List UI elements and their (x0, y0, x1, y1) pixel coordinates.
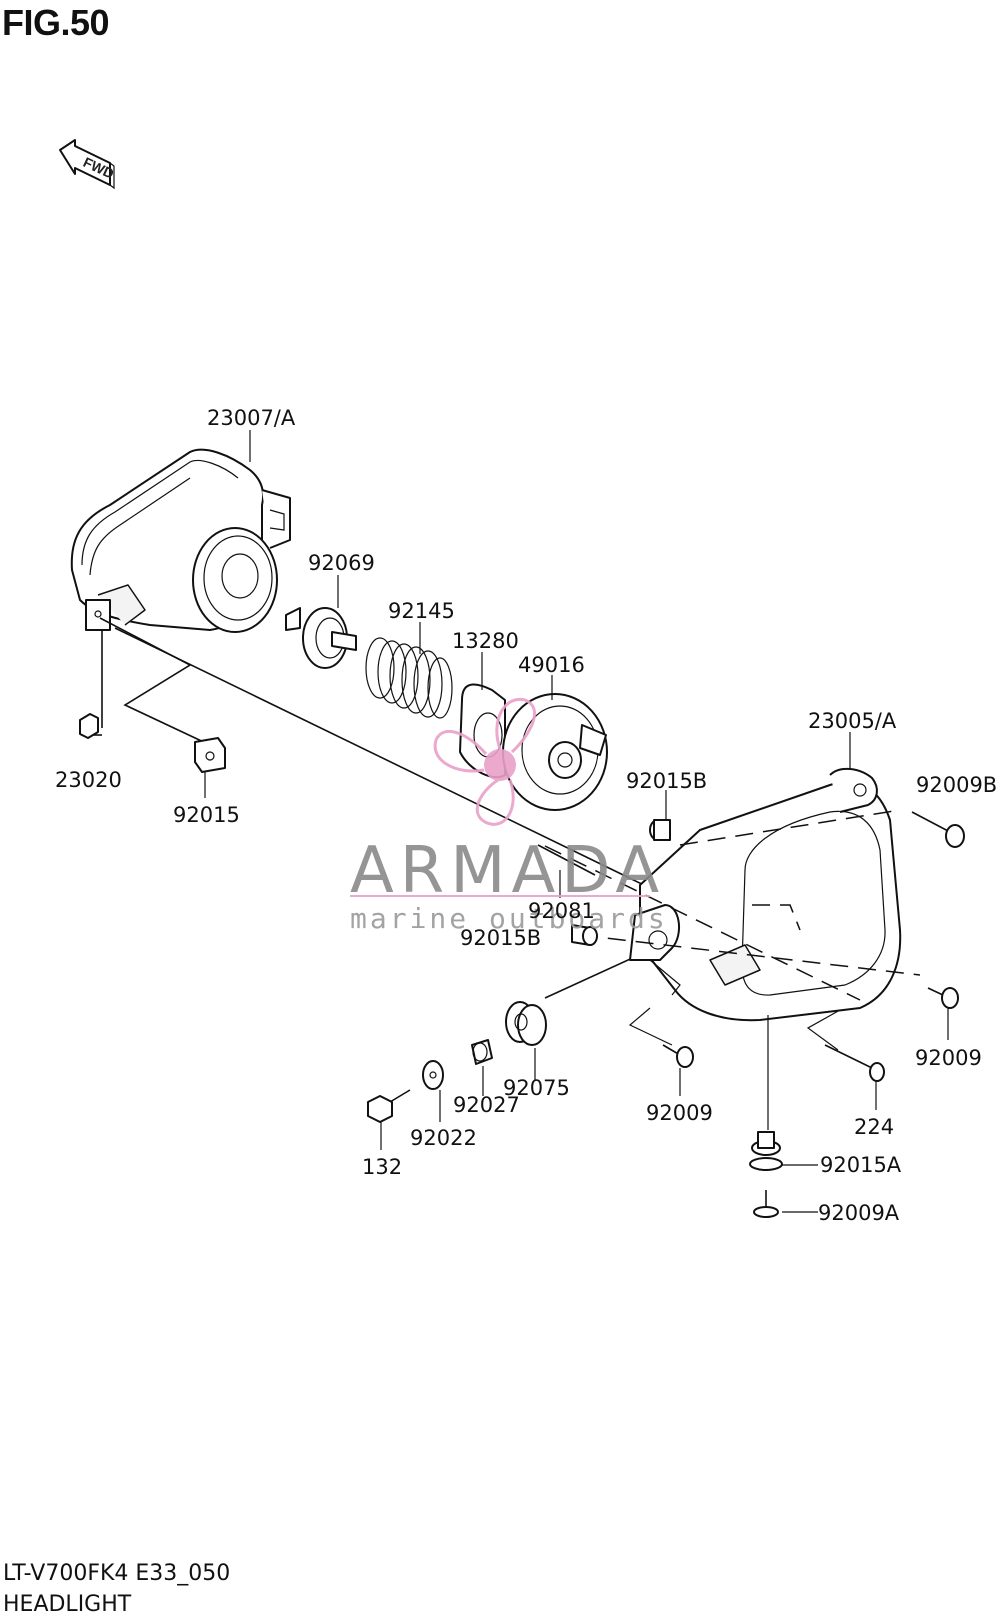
screw-92009B (911, 811, 965, 848)
label-49016: 49016 (518, 653, 585, 677)
clip-92015 (194, 737, 226, 773)
label-92015B-top: 92015B (626, 769, 707, 793)
label-13280: 13280 (452, 629, 519, 653)
screw-92009-right (927, 987, 959, 1009)
label-92009B: 92009B (916, 773, 997, 797)
screw-92009A (753, 1190, 779, 1218)
dashed-guides (544, 809, 921, 1001)
headlight-housing (70, 448, 291, 633)
label-23007A: 23007/A (207, 406, 296, 430)
bolt-224 (824, 1044, 885, 1082)
label-92009A: 92009A (818, 1201, 900, 1225)
label-23020: 23020 (55, 768, 122, 792)
collar-92027 (471, 1039, 493, 1065)
label-92081: 92081 (528, 899, 595, 923)
label-23005A: 23005/A (808, 709, 897, 733)
forward-arrow-icon: FWD (59, 139, 116, 190)
label-92015: 92015 (173, 803, 240, 827)
watermark-tagline: marine outboards (350, 902, 668, 935)
washer-92022 (422, 1060, 444, 1090)
propeller-logo-icon (433, 697, 537, 826)
retainer-49016 (502, 693, 608, 811)
label-92069: 92069 (308, 551, 375, 575)
label-92022: 92022 (410, 1126, 477, 1150)
grommet-92015B-mid (571, 924, 598, 946)
label-leaders (204, 430, 949, 1213)
label-92015B-mid: 92015B (460, 926, 541, 950)
label-92015A: 92015A (820, 1153, 902, 1177)
label-224: 224 (854, 1115, 894, 1139)
figure-title: FIG.50 (2, 2, 110, 43)
part-labels: 23007/A 92069 92145 13280 49016 23005/A … (55, 406, 997, 1225)
label-92145: 92145 (388, 599, 455, 623)
nut-23020 (79, 713, 99, 739)
grommet-92015B-top (649, 819, 671, 841)
headlight-case (629, 767, 902, 1022)
spring-92145 (365, 637, 453, 719)
bulb-92069 (285, 607, 357, 669)
bolt-92081 (537, 844, 596, 876)
watermark: ARMADA marine outboards (350, 697, 668, 935)
model-code: LT-V700FK4 E33_050 (3, 1561, 231, 1586)
bolt-132 (367, 1089, 411, 1123)
label-92009-mid: 92009 (646, 1101, 713, 1125)
grommet-92015A (749, 1131, 783, 1171)
label-92009-right: 92009 (915, 1046, 982, 1070)
screw-92009-mid (662, 1044, 694, 1068)
label-92075: 92075 (503, 1076, 570, 1100)
label-92027: 92027 (453, 1093, 520, 1117)
label-132: 132 (362, 1155, 402, 1179)
section-name: HEADLIGHT (3, 1592, 132, 1617)
grommet-92075 (505, 1001, 547, 1046)
